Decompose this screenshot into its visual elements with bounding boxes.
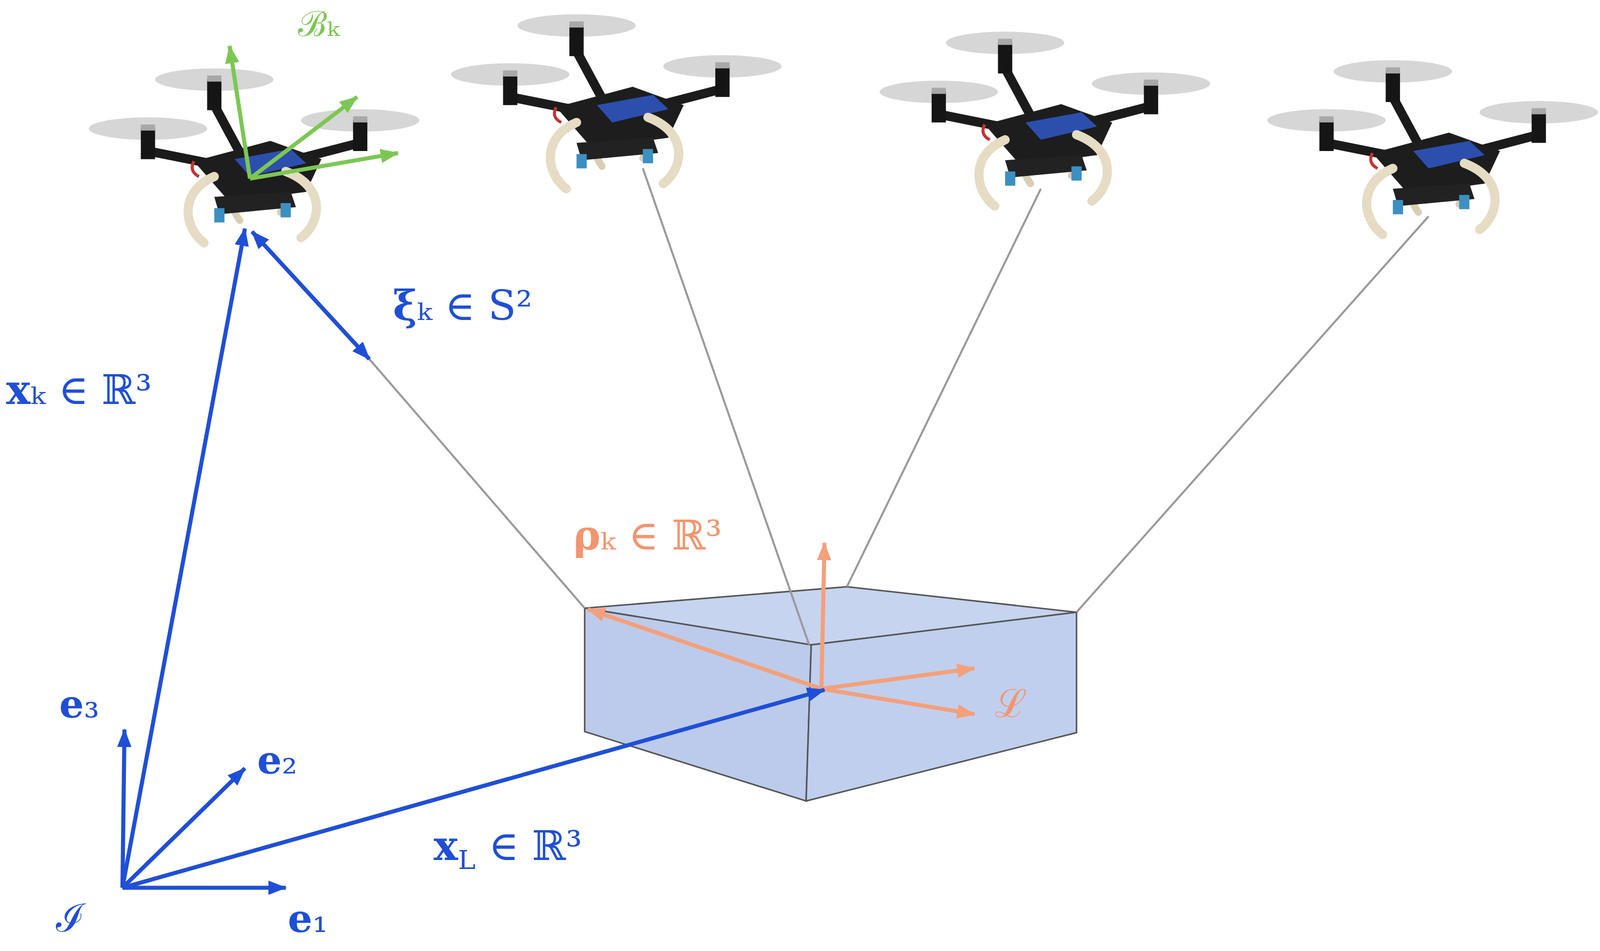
label-part: x: [5, 365, 31, 414]
cable: [369, 358, 585, 608]
label-part: ₖ ∈ ℝ³: [30, 365, 152, 414]
cable: [1076, 216, 1429, 613]
label-part: L: [457, 844, 476, 876]
body-axis: [249, 96, 357, 179]
cables: [369, 168, 1429, 645]
axis-label: e₃: [58, 681, 99, 727]
label-part: ℬₖ: [297, 3, 340, 44]
label-part: ₁: [312, 895, 328, 941]
position-vector: [122, 689, 825, 888]
label-part: ℒ: [994, 681, 1028, 727]
box-side: [806, 611, 1077, 801]
axis-label: e₂: [256, 737, 297, 783]
vector-label: ξₖ ∈ S²: [392, 282, 533, 330]
quadrotor: [1267, 59, 1598, 235]
label-part: ₖ ∈ S²: [416, 281, 533, 330]
frame-label: ℒ: [994, 681, 1028, 727]
load-frame: [587, 542, 975, 715]
vector-label: ρₖ ∈ ℝ³: [573, 511, 722, 559]
label-part: ℐ: [55, 895, 85, 941]
cable: [846, 188, 1041, 587]
vector-label: xL ∈ ℝ³: [433, 822, 583, 875]
body-axis: [249, 152, 398, 179]
label-part: ₃: [83, 681, 100, 727]
cable-direction: [251, 231, 370, 359]
position-vector: [122, 228, 245, 888]
frame-label: ℐ: [55, 895, 85, 941]
label-part: e: [256, 736, 282, 783]
load-axis: [821, 668, 975, 689]
quadrotor: [450, 14, 782, 189]
label-part: ξ: [392, 281, 417, 330]
cable: [642, 168, 810, 645]
label-part: e: [287, 895, 313, 941]
quadrotor: [879, 31, 1211, 206]
rho-vector: [587, 608, 822, 689]
body-axis: [229, 45, 250, 179]
payload-box: [584, 586, 1077, 801]
axis-label: e₁: [287, 895, 328, 941]
body-frame: [229, 45, 398, 179]
load-axis: [821, 542, 825, 689]
inertial-axis: [122, 885, 286, 890]
label-part: ρ: [573, 510, 601, 559]
inertial-frame: [122, 228, 825, 888]
load-axis: [821, 688, 975, 715]
label-part: x: [433, 821, 459, 870]
label-part: ₂: [281, 737, 298, 783]
label-part: e: [58, 680, 84, 727]
quadrotor: [88, 68, 420, 243]
vector-label: xₖ ∈ ℝ³: [5, 366, 152, 414]
label-part: ∈ ℝ³: [475, 821, 583, 870]
frame-label: ℬₖ: [297, 4, 340, 45]
label-part: ₖ ∈ ℝ³: [600, 511, 723, 559]
inertial-axis: [122, 729, 125, 888]
